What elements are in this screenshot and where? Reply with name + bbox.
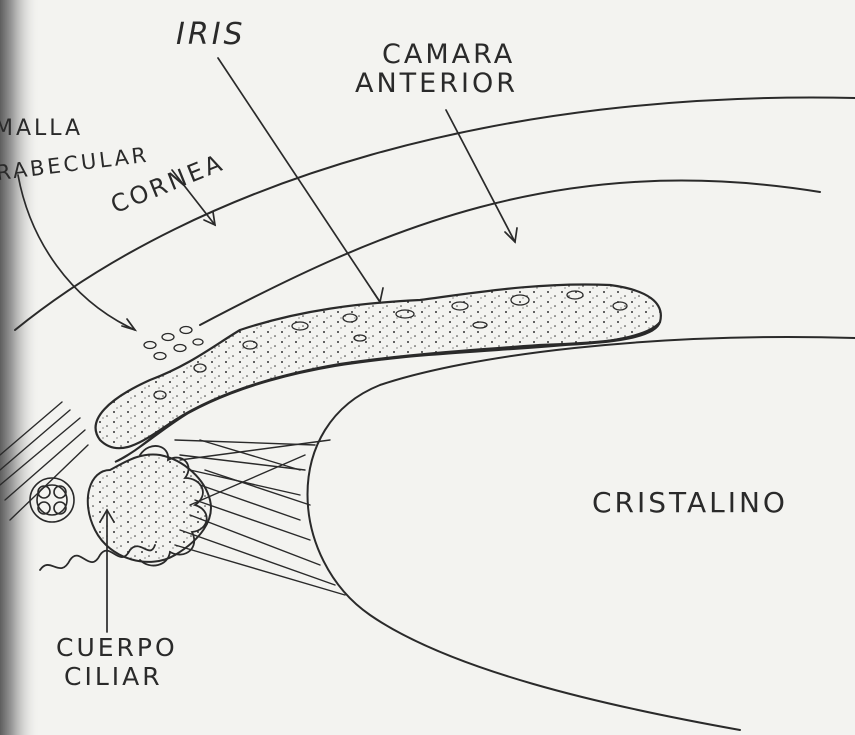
lens-outline: [308, 337, 855, 730]
trabecular-meshwork-cells: [144, 327, 203, 360]
label-iris: IRIS: [176, 17, 246, 52]
cornea-outer-line: [15, 98, 855, 330]
label-ciliar: CILIAR: [64, 662, 163, 691]
label-cristalino: CRISTALINO: [592, 486, 788, 519]
arrow-camara-anterior: [446, 110, 515, 242]
label-anterior: ANTERIOR: [355, 68, 518, 99]
ciliary-vessel-rings: [30, 478, 74, 522]
label-malla: MALLA: [0, 116, 83, 141]
page-edge-shadow: [0, 0, 40, 735]
label-cuerpo: CUERPO: [56, 633, 178, 662]
iris-body: [96, 284, 661, 448]
label-camara: CAMARA: [382, 39, 515, 70]
